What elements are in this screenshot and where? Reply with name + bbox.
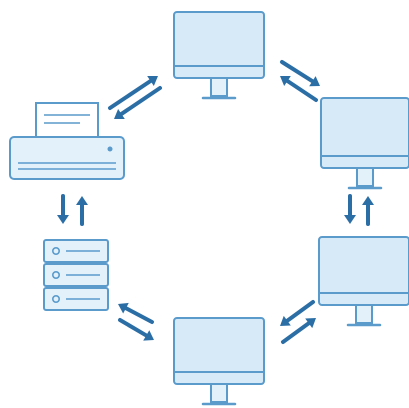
- monitor-icon: [173, 11, 265, 100]
- monitor-icon: [173, 317, 265, 406]
- monitor-icon: [320, 97, 409, 190]
- arrow-icon: [108, 76, 158, 110]
- arrow-icon: [280, 300, 315, 326]
- arrow-icon: [118, 318, 154, 341]
- server-icon: [43, 239, 109, 311]
- arrow-icon: [57, 194, 69, 224]
- arrow-icon: [114, 86, 162, 119]
- arrow-icon: [344, 194, 356, 224]
- arrow-icon: [118, 302, 154, 324]
- printer-icon: [9, 102, 125, 180]
- arrow-icon: [281, 318, 316, 344]
- arrow-icon: [280, 76, 318, 102]
- arrow-icon: [76, 196, 88, 226]
- monitor-icon: [318, 236, 409, 327]
- arrow-icon: [362, 196, 374, 226]
- arrow-icon: [280, 60, 320, 87]
